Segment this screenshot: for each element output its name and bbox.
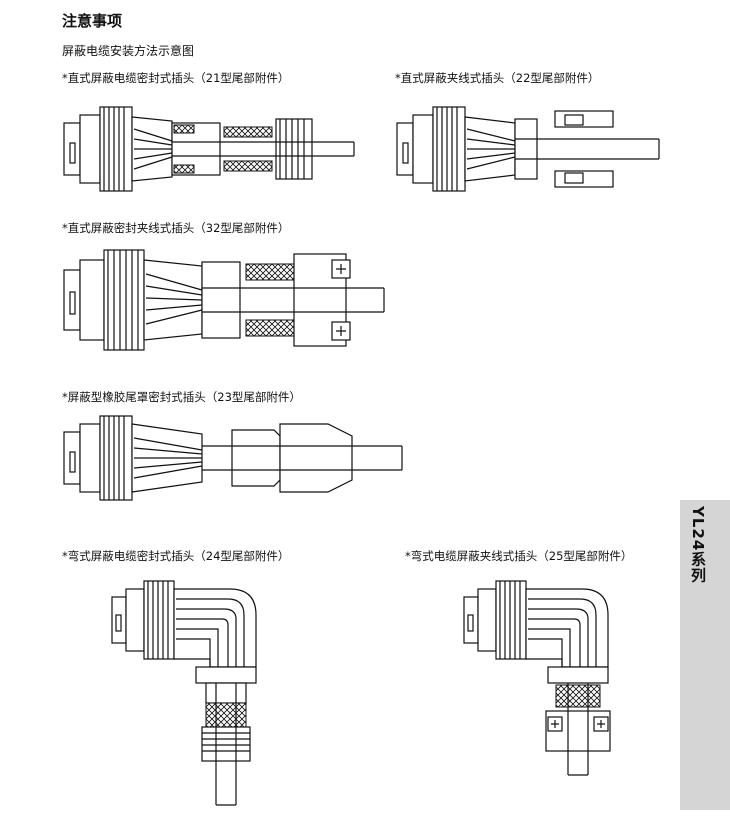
series-side-tab (680, 500, 730, 810)
diagram-label-25: *弯式电缆屏蔽夹线式插头（25型尾部附件） (405, 549, 633, 563)
diagram-label-22: *直式屏蔽夹线式插头（22型尾部附件） (395, 71, 600, 85)
connector-diagram-32 (63, 249, 385, 351)
diagram-label-24: *弯式屏蔽电缆密封式插头（24型尾部附件） (62, 549, 290, 563)
connector-diagram-22 (396, 106, 660, 192)
series-side-tab-label: YL24系列 (689, 506, 707, 584)
connector-diagram-25 (463, 580, 611, 776)
page-subtitle: 屏蔽电缆安装方法示意图 (62, 44, 195, 58)
connector-diagram-23 (63, 415, 403, 501)
diagram-label-21: *直式屏蔽电缆密封式插头（21型尾部附件） (62, 71, 290, 85)
page-title: 注意事项 (62, 12, 123, 30)
connector-diagram-21 (63, 106, 355, 192)
diagram-label-23: *屏蔽型橡胶尾罩密封式插头（23型尾部附件） (62, 390, 301, 404)
diagram-label-32: *直式屏蔽密封夹线式插头（32型尾部附件） (62, 221, 290, 235)
connector-diagram-24 (111, 580, 257, 806)
